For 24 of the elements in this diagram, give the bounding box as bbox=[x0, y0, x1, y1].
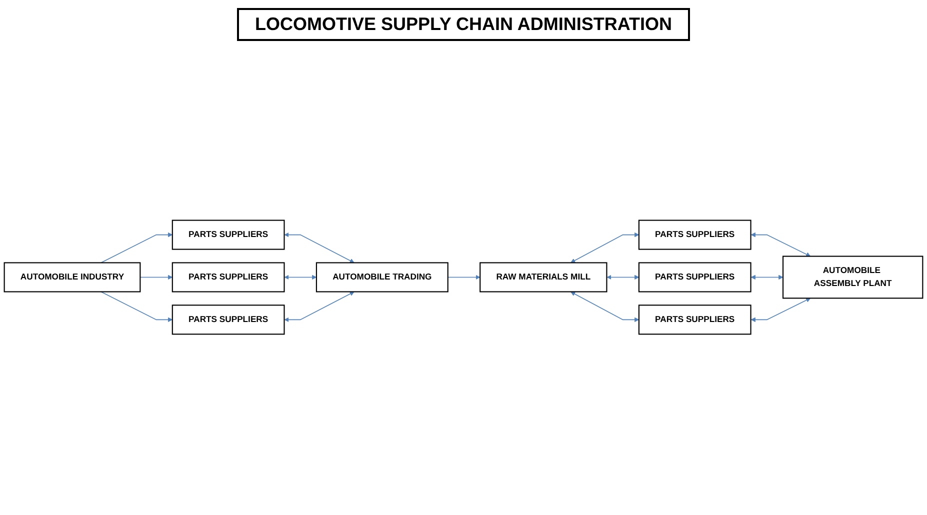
node-box: AUTOMOBILE TRADING bbox=[316, 262, 448, 292]
arrow bbox=[284, 232, 354, 263]
node-box: PARTS SUPPLIERS bbox=[172, 220, 285, 250]
node-box: PARTS SUPPLIERS bbox=[638, 220, 752, 250]
arrow bbox=[606, 274, 640, 280]
arrow bbox=[284, 291, 354, 322]
node-box: PARTS SUPPLIERS bbox=[638, 304, 752, 334]
arrow bbox=[570, 291, 640, 322]
node-box: PARTS SUPPLIERS bbox=[638, 262, 752, 292]
title: LOCOMOTIVE SUPPLY CHAIN ADMINISTRATION bbox=[236, 8, 690, 41]
node-box: RAW MATERIALS MILL bbox=[480, 262, 608, 292]
node-box: AUTOMOBILE ASSEMBLY PLANT bbox=[782, 256, 924, 298]
arrow bbox=[140, 274, 173, 280]
arrow bbox=[750, 298, 811, 322]
arrow bbox=[284, 274, 317, 280]
arrow bbox=[447, 274, 480, 280]
arrow bbox=[100, 232, 173, 263]
arrow bbox=[100, 291, 173, 322]
arrow bbox=[750, 274, 784, 280]
node-box: AUTOMOBILE INDUSTRY bbox=[4, 262, 141, 292]
node-box: PARTS SUPPLIERS bbox=[172, 262, 285, 292]
node-box: PARTS SUPPLIERS bbox=[172, 304, 285, 334]
arrow bbox=[750, 232, 811, 256]
arrow bbox=[570, 232, 640, 263]
